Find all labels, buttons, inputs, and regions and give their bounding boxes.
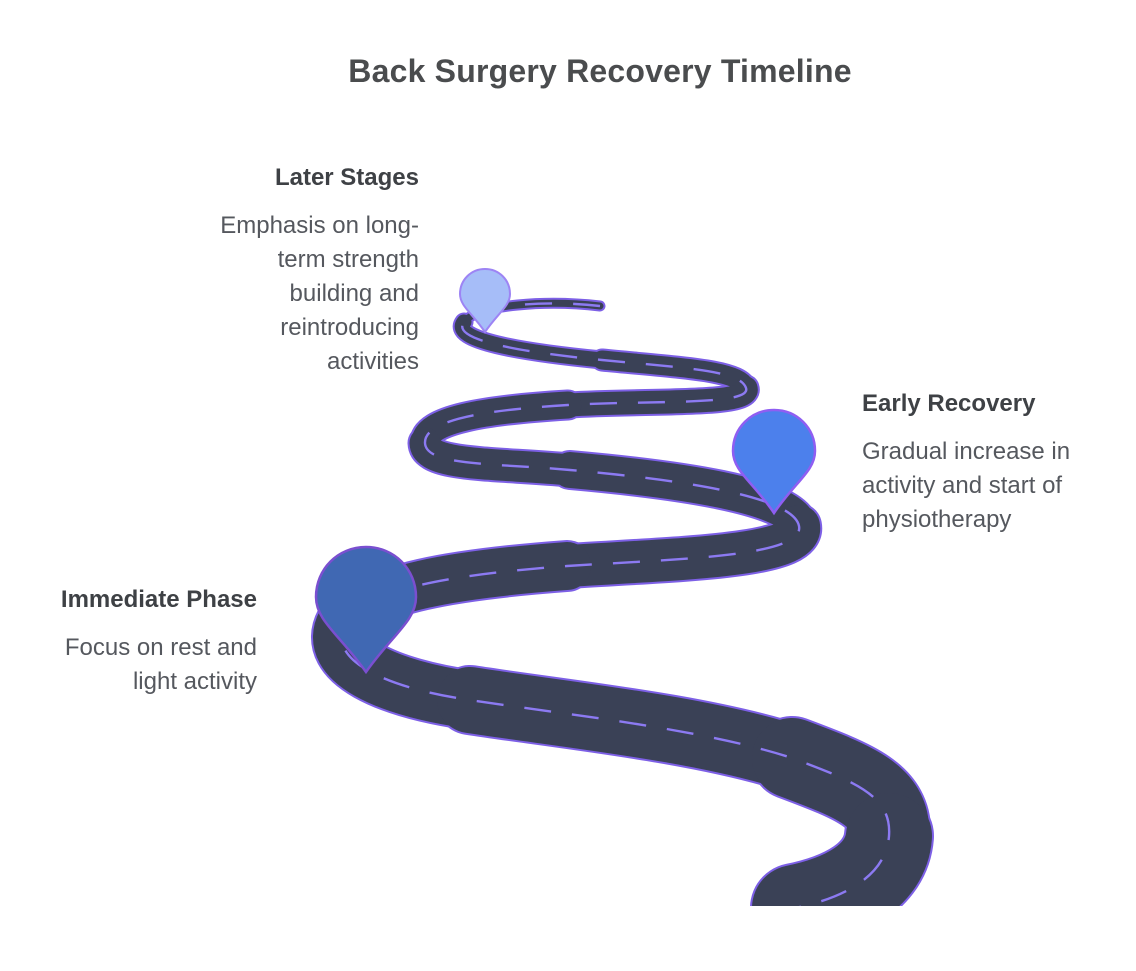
page-title: Back Surgery Recovery Timeline [348,53,852,89]
pin-immediate-phase-shape [314,545,418,675]
milestone-later-stages-line: building and [289,280,419,307]
milestone-later-stages-line: term strength [277,246,419,273]
milestone-later-stages-line: reintroducing [280,314,419,341]
milestone-immediate-phase: Immediate Phase Focus on rest and light … [0,585,257,699]
milestone-early-recovery-label: Early Recovery [862,390,1036,417]
milestone-later-stages-line: activities [326,348,419,375]
milestone-early-recovery-line: activity and start of [862,472,1063,499]
road-surface [313,299,932,906]
milestone-later-stages: Later Stages Emphasis on long- term stre… [159,163,419,379]
milestone-later-stages-label: Later Stages [274,164,419,191]
milestone-early-recovery-line: Gradual increase in [862,438,1071,465]
milestone-early-recovery: Early Recovery Gradual increase in activ… [862,389,1122,537]
milestone-immediate-phase-line: light activity [132,668,257,695]
milestone-later-stages-line: Emphasis on long- [220,212,419,239]
pin-early-recovery [731,408,817,516]
pin-early-recovery-shape [731,408,817,516]
milestone-immediate-phase-label: Immediate Phase [60,586,257,613]
pin-later-stages [458,267,512,334]
road-center-dashes [340,302,891,906]
pin-immediate-phase [314,545,418,675]
pin-later-stages-shape [458,267,512,334]
milestone-early-recovery-line: physiotherapy [862,506,1012,533]
milestone-immediate-phase-line: Focus on rest and [64,634,257,661]
road [311,297,934,906]
